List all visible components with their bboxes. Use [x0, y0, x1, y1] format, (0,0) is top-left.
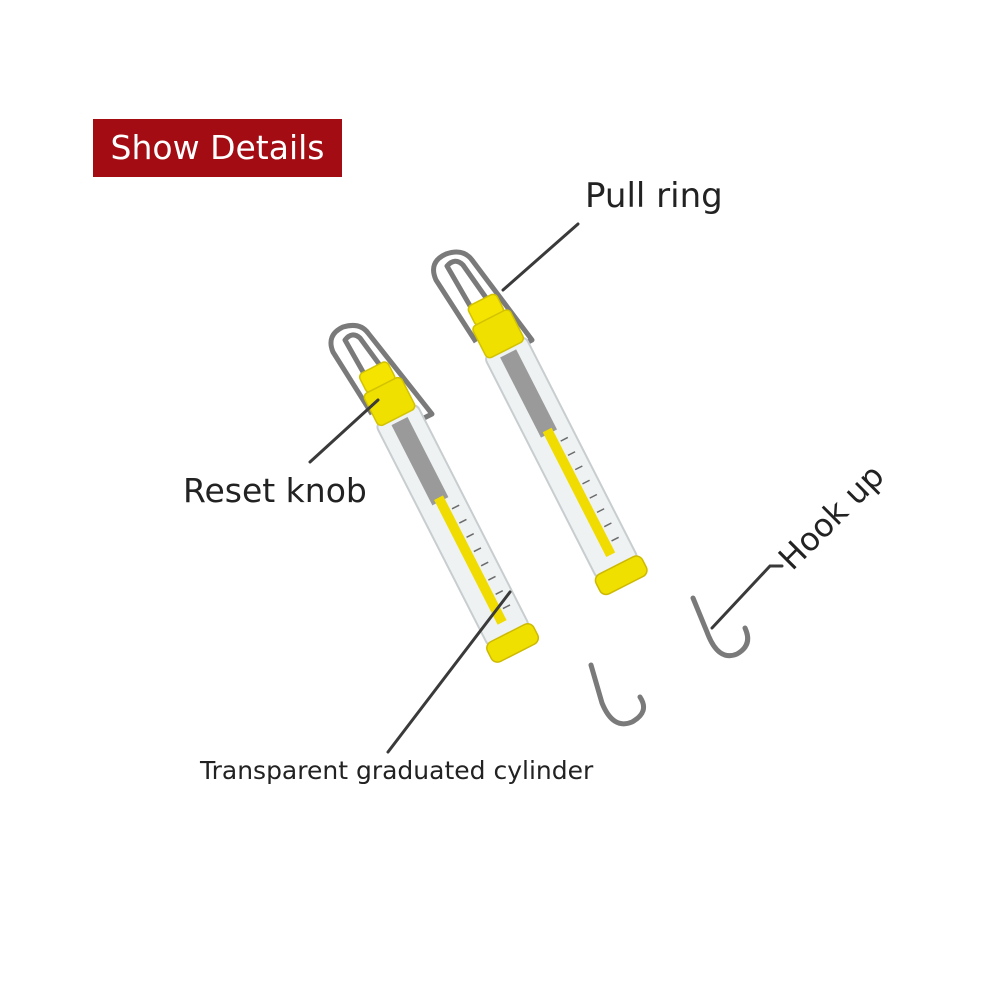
pull-ring-label: Pull ring — [585, 176, 723, 216]
scale-body-right — [467, 293, 648, 596]
spring-scale-right — [431, 249, 751, 659]
spring-left — [391, 416, 449, 506]
leader-pull-ring — [501, 222, 580, 292]
leader-hook-up — [710, 564, 784, 630]
slider-left — [434, 495, 507, 625]
knob-collar-right — [472, 309, 525, 359]
bottom-cap-right — [594, 555, 648, 596]
knob-collar-left — [363, 376, 416, 427]
hook-left — [588, 662, 647, 727]
pull-ring-right — [431, 249, 535, 349]
pull-ring-left — [328, 323, 435, 423]
spring-scale-left — [328, 323, 647, 727]
reset-knob-label: Reset knob — [183, 471, 367, 510]
graduated-cylinder-label: Transparent graduated cylinder — [200, 756, 594, 785]
scale-body-left — [358, 361, 540, 663]
spring-right — [500, 349, 558, 438]
hook-right — [690, 595, 751, 659]
leader-cylinder — [386, 590, 512, 754]
bottom-cap-left — [486, 622, 540, 663]
show-details-banner: Show Details — [93, 119, 342, 177]
slider-right — [542, 427, 616, 558]
leader-reset-knob — [308, 398, 380, 464]
